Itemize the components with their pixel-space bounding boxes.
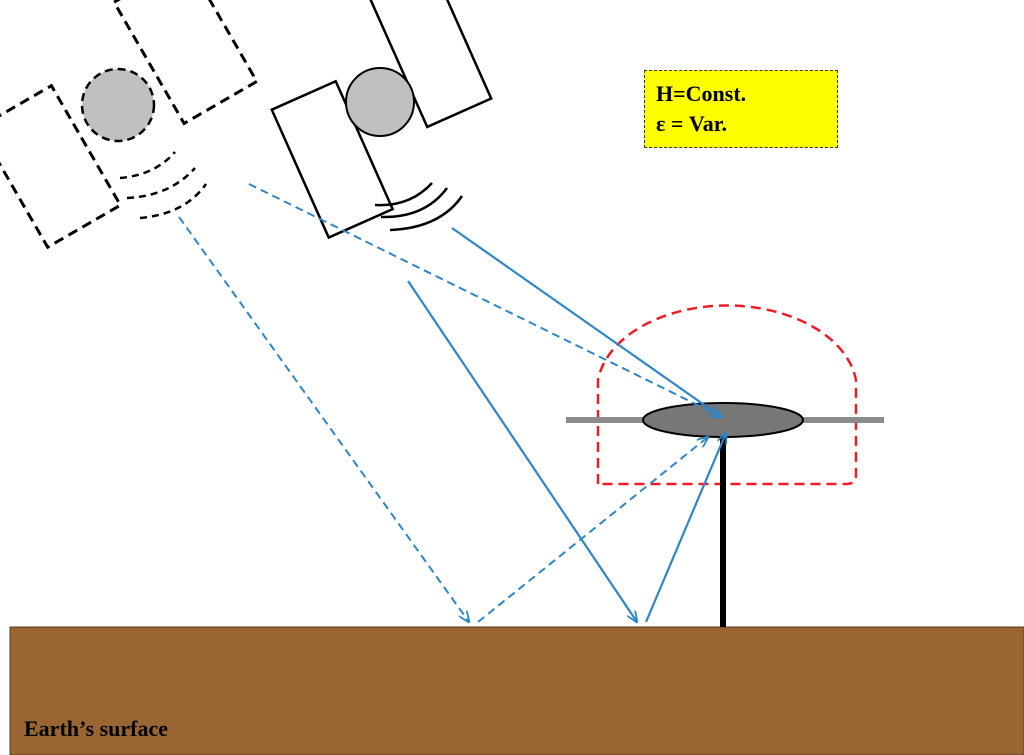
ray-past-reflected — [477, 437, 708, 623]
legend-permittivity-variable: ε = Var. — [656, 111, 728, 136]
legend-box: H=Const. ε = Var. — [644, 70, 838, 148]
ray-past-direct — [248, 183, 722, 417]
ray-current-direct — [451, 227, 720, 416]
ray-past-incident — [178, 216, 469, 622]
antenna-pattern — [596, 304, 858, 486]
earth-surface — [9, 626, 1024, 755]
legend-height-constant: H=Const. — [656, 81, 747, 106]
earth-surface-label: Earth’s surface — [24, 716, 168, 741]
satellite-body-past — [80, 67, 156, 143]
satellite-icon-past — [0, 0, 259, 250]
satellite-body-current — [345, 67, 415, 137]
rays-current-satellite — [407, 227, 726, 623]
ray-current-incident — [407, 280, 637, 622]
rays-past-satellite — [178, 183, 722, 623]
satellite-icon-current — [270, 0, 493, 240]
antenna-icon — [642, 402, 804, 438]
ray-current-reflected — [644, 433, 726, 623]
